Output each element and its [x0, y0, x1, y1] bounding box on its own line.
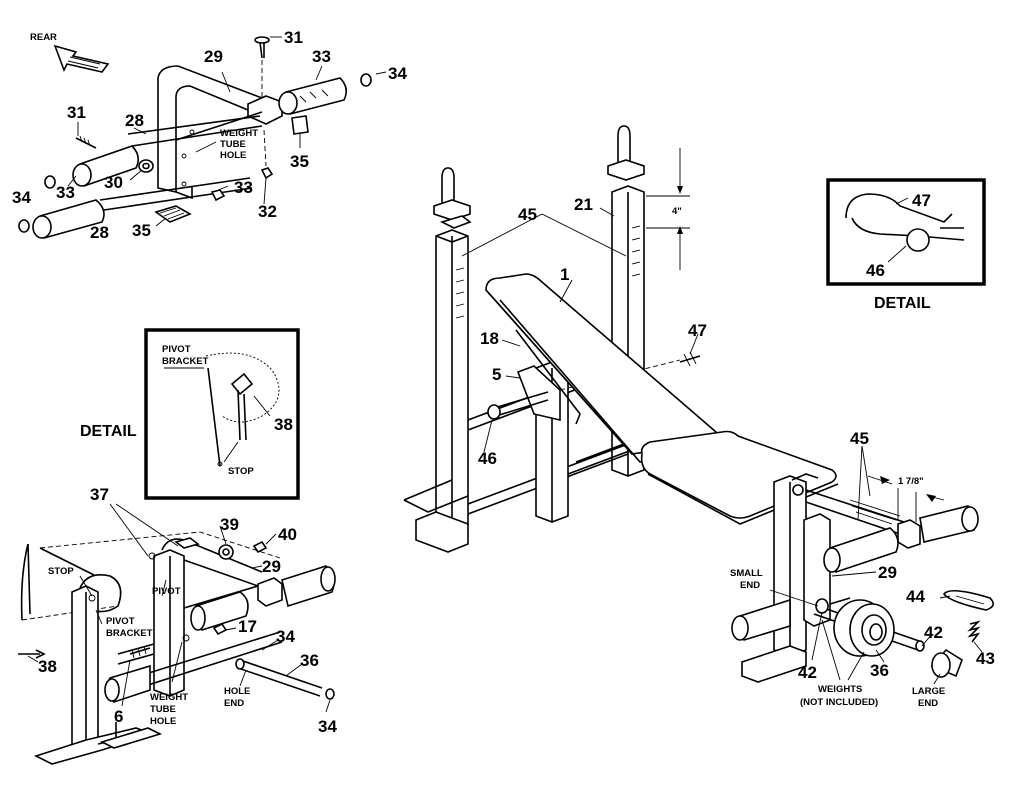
foam-roller: [72, 145, 140, 187]
weight-tube-hole-label: WEIGHT: [150, 692, 188, 703]
callout-45: 45: [518, 205, 537, 224]
bolt-icon: [254, 36, 270, 100]
callout-28: 28: [125, 111, 144, 130]
detail-box-pin: [826, 178, 986, 286]
detail-box-pivot: [144, 328, 300, 500]
callout-5: 5: [492, 365, 501, 384]
callout-35: 35: [290, 152, 309, 171]
pivot-bracket-label: BRACKET: [162, 356, 209, 367]
callout-46: 46: [478, 449, 497, 468]
weight-tube-hole-label: WEIGHT: [220, 128, 258, 139]
large-end-label: END: [918, 698, 938, 709]
callout-18: 18: [480, 329, 499, 348]
callout-33: 33: [312, 47, 331, 66]
callout-29: 29: [878, 563, 897, 582]
weight-tube-hole-label: TUBE: [150, 704, 176, 715]
bolt-icon: [18, 649, 46, 659]
detail-caption: DETAIL: [80, 423, 137, 440]
hole-end-label: END: [224, 698, 244, 709]
pivot-bracket-label: PIVOT: [162, 344, 191, 355]
callout-36: 36: [870, 661, 889, 680]
weight-tube-hole-label: TUBE: [220, 139, 246, 150]
pivot-bracket-label: PIVOT: [106, 616, 135, 627]
callout-40: 40: [278, 525, 297, 544]
callout-44: 44: [906, 587, 925, 606]
leg-lift-assembly: [18, 503, 336, 765]
callout-29: 29: [262, 557, 281, 576]
large-end-label: LARGE: [912, 686, 945, 697]
stop-label: STOP: [48, 566, 74, 577]
callout-33: 33: [56, 183, 75, 202]
callout-1: 1: [560, 265, 569, 284]
callout-33: 33: [234, 178, 253, 197]
weight-tube-assembly: REAR: [18, 32, 387, 239]
callout-42: 42: [924, 623, 943, 642]
callout-34: 34: [12, 188, 31, 207]
pin-icon: [679, 355, 701, 363]
rear-arrow-icon: [53, 44, 110, 73]
small-end-label: SMALL: [730, 568, 763, 579]
callout-43: 43: [976, 649, 995, 668]
detail-caption: DETAIL: [874, 295, 931, 312]
small-end-label: END: [740, 580, 760, 591]
callout-39: 39: [220, 515, 239, 534]
callout-34: 34: [276, 627, 295, 646]
weights-label: (NOT INCLUDED): [800, 697, 878, 708]
callout-17: 17: [238, 617, 257, 636]
callout-34: 34: [318, 717, 337, 736]
callout-31: 31: [284, 28, 303, 47]
bench-assembly: 4": [403, 125, 994, 685]
dimension-label: 4": [672, 206, 682, 217]
callout-32: 32: [258, 202, 277, 221]
pivot-label: PIVOT: [152, 586, 181, 597]
callout-28: 28: [90, 223, 109, 242]
pivot-bracket-label: BRACKET: [106, 628, 153, 639]
callout-45: 45: [850, 429, 869, 448]
stop-label: STOP: [228, 466, 254, 477]
rear-label: REAR: [30, 32, 57, 43]
weights-label: WEIGHTS: [818, 684, 862, 695]
callout-34: 34: [388, 64, 407, 83]
callout-38: 38: [274, 415, 293, 434]
callout-35: 35: [132, 221, 151, 240]
callout-37: 37: [90, 485, 109, 504]
weight-plate: [833, 599, 895, 657]
weight-tube-hole-label: HOLE: [150, 716, 176, 727]
callout-29: 29: [204, 47, 223, 66]
hole-end-label: HOLE: [224, 686, 250, 697]
weight-tube-hole-label: HOLE: [220, 150, 246, 161]
dimension-label: 1 7/8": [898, 476, 924, 487]
foam-roller: [32, 199, 105, 239]
callout-36: 36: [300, 651, 319, 670]
callout-30: 30: [104, 173, 123, 192]
foam-roller: [278, 77, 348, 115]
callout-42: 42: [798, 663, 817, 682]
callout-6: 6: [114, 707, 123, 726]
callout-46: 46: [866, 261, 885, 280]
callout-47: 47: [688, 321, 707, 340]
callout-47: 47: [912, 191, 931, 210]
callout-21: 21: [574, 195, 593, 214]
callout-38: 38: [38, 657, 57, 676]
callout-31: 31: [67, 103, 86, 122]
